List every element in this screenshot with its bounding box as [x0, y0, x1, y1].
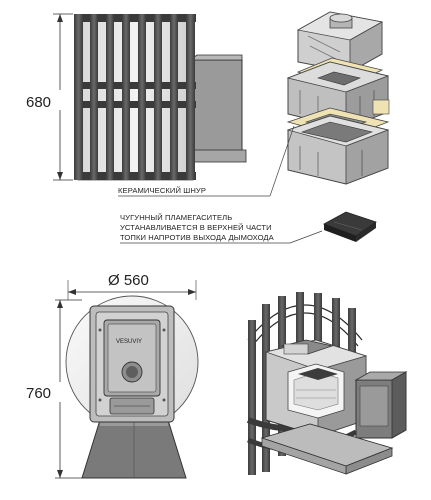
height-760-label: 760 — [26, 385, 51, 402]
flue-outlet — [188, 54, 247, 163]
bottom-firebox — [286, 115, 390, 185]
door-plate-label: VESUVIY — [116, 339, 142, 345]
flame-divider-callout: ЧУГУННЫЙ ПЛАМЕГАСИТЕЛЬ УСТАНАВЛИВАЕТСЯ В… — [120, 211, 377, 244]
cutaway-base — [260, 423, 394, 475]
dimension-760: 760 — [26, 299, 100, 479]
cutaway-firebox — [264, 339, 368, 437]
flame-divider-line3: ТОПКИ НАПРОТИВ ВЫХОДА ДЫМОХОДА — [120, 233, 275, 242]
vertical-bars — [74, 14, 195, 180]
cutaway-flue — [354, 371, 408, 439]
front-casing: VESUVIY — [89, 305, 175, 423]
height-680-label: 680 — [26, 94, 51, 111]
ceramic-cord-callout: КЕРАМИЧЕСКИЙ ШНУР — [118, 125, 295, 197]
dimension-680: 680 — [26, 13, 73, 181]
top-cover — [296, 11, 384, 73]
stove-stand — [81, 419, 187, 479]
flame-divider-line2: УСТАНАВЛИВАЕТСЯ В ВЕРХНЕЙ ЧАСТИ — [120, 223, 272, 232]
front-view: Ø 560 760 VESUVIY — [26, 272, 199, 479]
dimension-diameter: Ø 560 — [67, 272, 197, 300]
flame-divider-part — [323, 211, 377, 242]
exploded-view — [286, 11, 390, 185]
diameter-label: Ø 560 — [108, 272, 149, 289]
side-view: 680 — [26, 13, 247, 181]
flame-divider-line1: ЧУГУННЫЙ ПЛАМЕГАСИТЕЛЬ — [120, 213, 232, 222]
middle-frame — [286, 61, 390, 129]
bar-rings — [74, 14, 196, 180]
ceramic-cord-label: КЕРАМИЧЕСКИЙ ШНУР — [118, 186, 206, 195]
cutaway-view — [246, 292, 408, 475]
